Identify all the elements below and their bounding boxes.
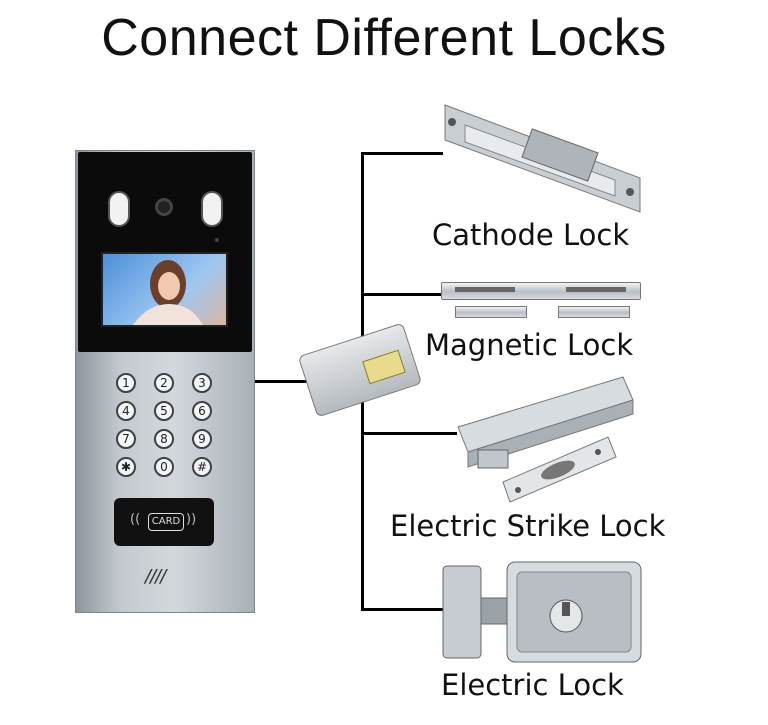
page-title: Connect Different Locks: [101, 9, 667, 67]
wire-to-cathode: [361, 152, 443, 155]
camera-lens: [155, 198, 173, 216]
key-hash[interactable]: #: [192, 457, 212, 477]
wire-to-electric: [361, 608, 445, 611]
key-5[interactable]: 5: [154, 401, 174, 421]
electric-strike-lock-image: [457, 376, 634, 503]
magnetic-lock-groove-right: [566, 287, 626, 292]
rfid-wave-left-icon: ((: [130, 512, 141, 527]
indicator-dots: [215, 238, 219, 242]
magnetic-armature-left: [455, 306, 527, 318]
key-7[interactable]: 7: [116, 429, 136, 449]
magnetic-armature-right: [558, 306, 630, 318]
magnetic-lock-groove-left: [455, 287, 515, 292]
person-portrait-image: [133, 260, 203, 325]
intercom-screen: [101, 252, 228, 327]
key-star[interactable]: ✱: [116, 457, 136, 477]
lock-label-cathode: Cathode Lock: [432, 218, 630, 252]
key-9[interactable]: 9: [192, 429, 212, 449]
lock-label-magnetic: Magnetic Lock: [425, 328, 634, 362]
lock-label-electric-strike: Electric Strike Lock: [390, 509, 666, 543]
key-1[interactable]: 1: [116, 373, 136, 393]
infrared-led-left: [108, 191, 130, 227]
wire-to-strike: [361, 432, 457, 435]
key-8[interactable]: 8: [154, 429, 174, 449]
key-4[interactable]: 4: [116, 401, 136, 421]
rfid-wave-right-icon: )): [186, 512, 197, 527]
wire-panel-to-psu: [255, 380, 307, 383]
electric-lock-image: [442, 561, 642, 663]
wire-to-magnetic: [361, 293, 441, 296]
speaker-vent: ////: [145, 566, 166, 587]
key-2[interactable]: 2: [154, 373, 174, 393]
card-label: CARD: [148, 513, 184, 531]
magnetic-lock-bar: [441, 282, 641, 300]
key-3[interactable]: 3: [192, 373, 212, 393]
key-6[interactable]: 6: [192, 401, 212, 421]
card-reader: [114, 498, 214, 546]
infrared-led-right: [201, 191, 223, 227]
key-0[interactable]: 0: [154, 457, 174, 477]
cathode-lock-image: [444, 104, 641, 213]
lock-label-electric: Electric Lock: [441, 668, 624, 702]
